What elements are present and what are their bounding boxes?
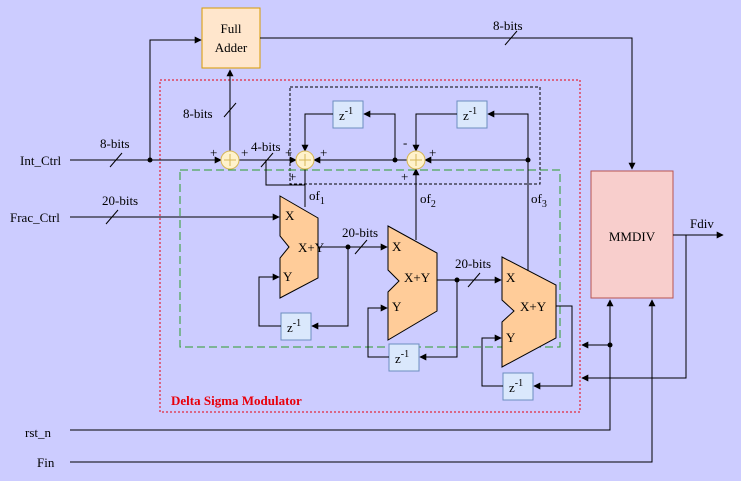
delay-acc-3: z-1 xyxy=(502,372,534,401)
of1-label: of1 xyxy=(309,188,325,207)
dsm-region xyxy=(159,79,581,413)
bus-label-sum: 4-bits xyxy=(251,139,281,154)
summer-2 xyxy=(295,150,315,170)
svg-text:+: + xyxy=(289,169,296,184)
bus-label-adder-in: 8-bits xyxy=(183,106,213,121)
delay-acc-2: z-1 xyxy=(388,343,420,372)
rst-n-label: rst_n xyxy=(25,425,52,440)
accumulator-1 xyxy=(279,195,319,299)
bus-label-acc2: 20-bits xyxy=(455,256,491,271)
accumulator-2 xyxy=(387,225,438,341)
svg-text:z-1: z-1 xyxy=(463,106,477,123)
delay-acc-1: z-1 xyxy=(280,312,312,341)
acc2-op: X+Y xyxy=(404,270,431,285)
int-to-adder-wire xyxy=(149,36,202,160)
acc3-port-y: Y xyxy=(506,330,516,345)
svg-text:z-1: z-1 xyxy=(287,318,301,335)
svg-text:-: - xyxy=(403,135,407,150)
svg-text:+: + xyxy=(210,145,217,160)
acc2-port-x: X xyxy=(392,239,402,254)
mmdiv-block xyxy=(590,170,674,299)
svg-text:+: + xyxy=(401,169,408,184)
delay-top-1: z-1 xyxy=(332,100,364,129)
of3-label: of3 xyxy=(531,191,547,210)
svg-text:z-1: z-1 xyxy=(339,106,353,123)
bus-label-int: 8-bits xyxy=(100,136,130,151)
svg-text:+: + xyxy=(320,145,327,160)
accumulator-3 xyxy=(501,256,557,368)
bus-label-adder-out: 8-bits xyxy=(493,18,523,33)
accumulator-region xyxy=(179,169,561,348)
svg-text:z-1: z-1 xyxy=(509,378,523,395)
acc1-port-x: X xyxy=(285,208,295,223)
fin-wire xyxy=(70,299,656,463)
summer-3 xyxy=(406,150,426,170)
of2-label: of2 xyxy=(420,191,436,210)
acc1-op: X+Y xyxy=(298,240,325,255)
bus-label-acc1: 20-bits xyxy=(342,225,378,240)
mash-adder-region xyxy=(289,86,541,185)
acc1-port-y: Y xyxy=(283,269,293,284)
acc2-port-y: Y xyxy=(392,299,402,314)
adder-to-mmdiv-wire xyxy=(260,37,636,170)
full-adder-label-2: Adder xyxy=(215,40,248,55)
svg-text:z-1: z-1 xyxy=(395,349,409,366)
full-adder-block xyxy=(201,7,261,69)
int-ctrl-label: Int_Ctrl xyxy=(20,153,62,168)
acc3-port-x: X xyxy=(506,270,516,285)
fin-label: Fin xyxy=(37,455,55,470)
svg-text:+: + xyxy=(241,145,248,160)
bus-label-frac: 20-bits xyxy=(102,193,138,208)
summer-1 xyxy=(220,150,240,170)
svg-text:+: + xyxy=(285,145,292,160)
fdiv-label: Fdiv xyxy=(690,216,714,231)
frac-ctrl-label: Frac_Ctrl xyxy=(10,210,60,225)
acc3-op: X+Y xyxy=(520,299,547,314)
full-adder-label-1: Full xyxy=(221,21,242,36)
delay-top-2: z-1 xyxy=(456,100,488,129)
mmdiv-label: MMDIV xyxy=(609,229,656,244)
dsm-title: Delta Sigma Modulator xyxy=(171,393,302,408)
svg-text:+: + xyxy=(429,145,436,160)
